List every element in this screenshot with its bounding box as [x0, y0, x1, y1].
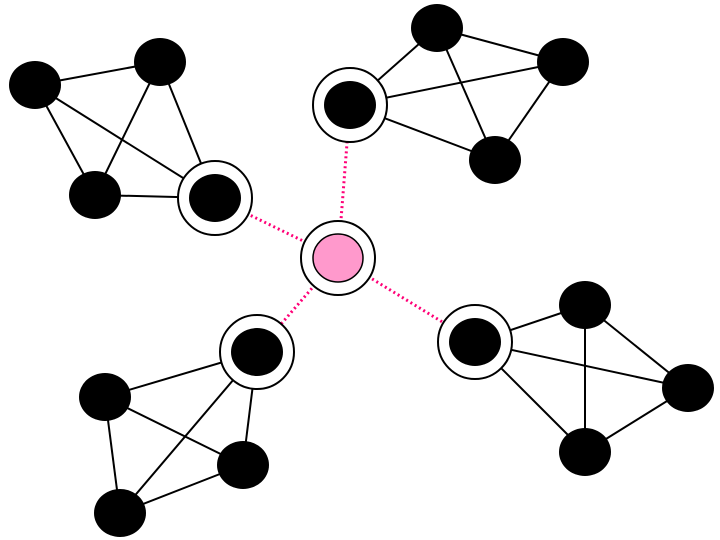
- node-b4: [324, 81, 376, 129]
- node-d3: [559, 428, 611, 476]
- node-d1: [449, 318, 501, 366]
- hub-node: [312, 233, 364, 283]
- node-c3: [217, 441, 269, 489]
- node-a4: [189, 174, 241, 222]
- node-a3: [69, 171, 121, 219]
- node-d4: [662, 364, 714, 412]
- node-c2: [79, 373, 131, 421]
- node-a1: [9, 61, 61, 109]
- node-c4: [94, 489, 146, 537]
- node-b1: [411, 4, 463, 52]
- edge-c2-c3: [104, 396, 244, 466]
- node-b3: [469, 136, 521, 184]
- node-a2: [134, 38, 186, 86]
- edge-a2-a3: [94, 61, 161, 196]
- node-d2: [559, 281, 611, 329]
- nodes: [9, 4, 714, 537]
- node-b2: [537, 38, 589, 86]
- node-c1: [231, 328, 283, 376]
